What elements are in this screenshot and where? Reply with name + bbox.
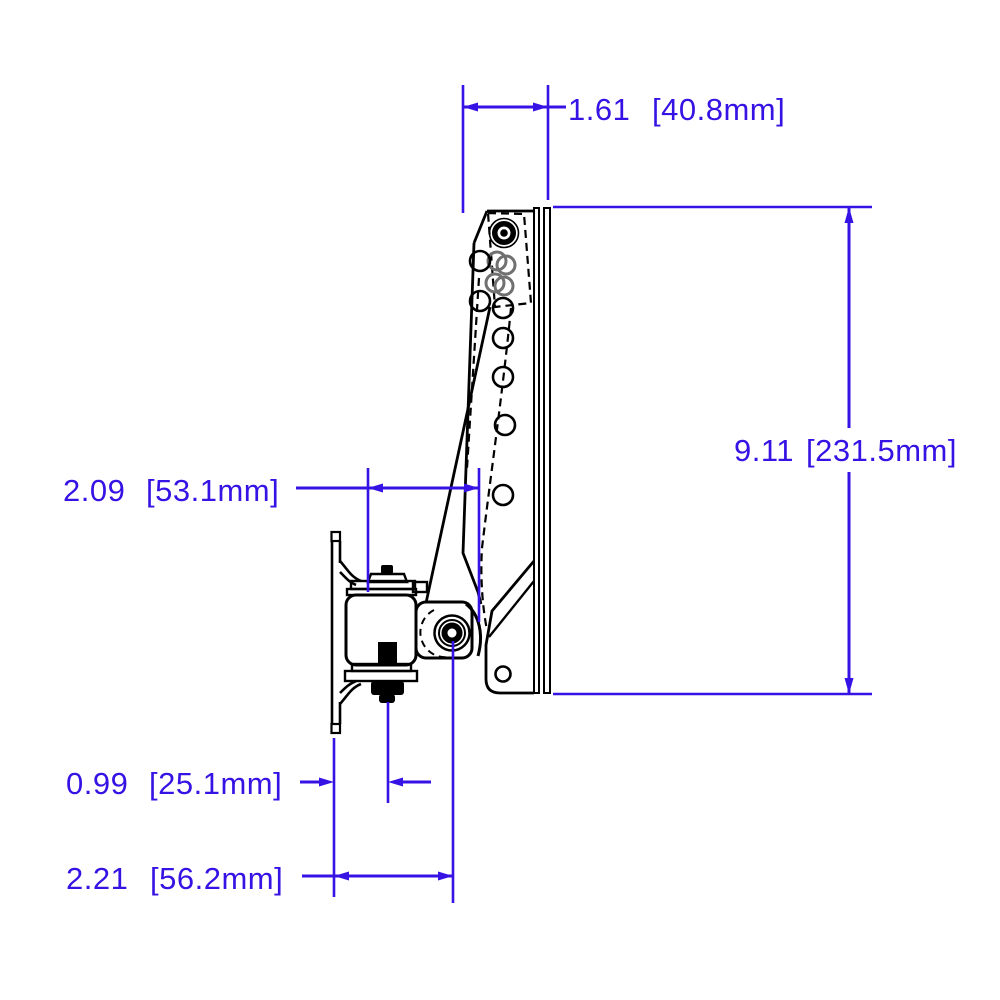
dimension-value-inches: 2.21 [66,861,128,896]
arrowhead-down [844,678,854,694]
arrowhead-left [334,871,349,881]
dimension-top-depth: 1.61 [40.8mm] [461,85,785,213]
arrowhead-right [438,871,453,881]
gray-hole [484,272,506,294]
arrowhead-right [319,777,334,787]
arm-front-edge [424,306,492,604]
gray-hole [493,275,515,297]
fastener-center [500,229,508,237]
fastener-outer-ring [488,217,520,249]
arm-chamfer [472,210,489,244]
gray-hole [495,254,517,276]
hole [491,326,515,350]
bolt-shank [378,642,397,666]
pivot-bulge [465,602,482,657]
dimension-wall-to-pivot: 2.21 [56.2mm] [66,641,455,903]
monitor-plate-back [543,207,551,694]
dimension-value-inches: 1.61 [568,92,630,127]
fastener-ring [492,221,517,246]
arrowhead-up [844,207,854,223]
bottom-nut-stem [379,694,395,703]
bracket-outline [484,560,536,695]
dimension-value-mm: [53.1mm] [146,473,279,508]
wall-plate-bottom-tab [330,722,342,735]
bracket-hole [494,665,512,683]
dimension-value-inches: 9.11 [734,433,794,468]
hole [491,365,515,389]
bracket-fold-line [488,580,535,638]
arrowhead-left [388,777,403,787]
dimension-value-mm: [40.8mm] [652,92,785,127]
dimension-value-inches: 0.99 [66,766,128,801]
hole [468,249,492,273]
dimension-plate-height: 9.11 [231.5mm] [553,205,957,696]
arrowhead-right [464,483,479,493]
hole [468,289,492,313]
dimension-value-mm: [231.5mm] [806,433,957,468]
top-bolt-cap [381,565,393,574]
dimension-upper-offset: 2.09 [53.1mm] [63,468,481,622]
monitor-plate [533,207,551,694]
dimension-wall-to-hinge: 0.99 [25.1mm] [66,702,431,897]
monitor-plate-front [533,207,540,694]
bottom-plate [343,669,419,683]
wall-plate-top-tab [330,530,342,543]
adjustment-holes-gray [484,250,517,297]
bottom-nut [371,681,404,695]
arrowhead-left [463,102,478,112]
clamp-assembly [343,565,429,703]
pivot-bolt [441,622,463,644]
top-fastener [488,217,520,249]
hole [491,296,515,320]
dimension-value-mm: [25.1mm] [149,766,282,801]
adjustment-holes [468,249,517,507]
dimension-value-inches: 2.09 [63,473,125,508]
pivot-joint [414,600,482,660]
pivot-hidden-arc [419,609,450,659]
hidden-edge-right [480,307,513,631]
hole [493,413,517,437]
arrowhead-left [368,483,383,493]
arrowhead-right [533,102,548,112]
lower-bracket [484,560,536,695]
dimension-value-mm: [56.2mm] [150,861,283,896]
top-washer-tab [411,580,429,594]
hole [491,483,515,507]
lower-flange [339,679,362,705]
tilt-arm [424,209,534,631]
